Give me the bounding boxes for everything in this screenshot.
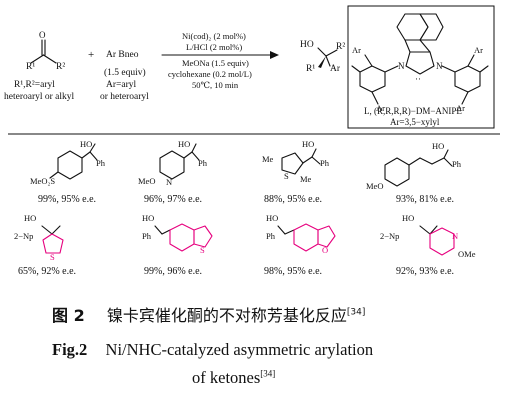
boronate: Ar Bneo [106,50,139,60]
p6-s: S [200,245,205,255]
p8-ome: OMe [458,249,476,259]
product-r2: R² [336,42,346,52]
ketone-label-r1: R¹ [26,62,36,72]
caption-cn-text: 镍卡宾催化酮的不对称芳基化反应 [106,306,347,325]
product-ho: HO [300,40,314,50]
caption-en-text-2: of ketones [192,368,261,387]
product-3-structure [281,148,321,175]
p3-me-right: Me [300,174,312,184]
caption-en-line2: of ketones[34] [192,368,275,388]
ketone-r-groups: R¹,R²=aryl [14,80,55,90]
ligand-box [347,5,495,129]
p7-result: 98%, 95% e.e. [264,266,323,277]
p3-s: S [284,171,289,181]
caption-cn: 图 2 镍卡宾催化酮的不对称芳基化反应[34] [52,302,365,326]
p8-ho: HO [402,213,415,223]
product-7-structure [277,223,336,252]
condition-4: cyclohexane (0.2 mol/L) [168,69,252,79]
p4-ph: Ph [452,159,461,169]
p3-ho: HO [302,139,315,149]
p2-meo: MeO [138,176,156,186]
product-6-structure [154,223,213,252]
p1-ho: HO [80,139,93,149]
p6-ho: HO [142,213,155,223]
caption-en-line1: Fig.2 Ni/NHC-catalyzed asymmetric arylat… [52,340,373,360]
ligand-ar-left-top: Ar [352,45,361,55]
p8-result: 92%, 93% e.e. [396,266,455,277]
svg-text:O: O [39,30,46,40]
p4-ho: HO [432,141,445,151]
product-ar: Ar [330,64,341,74]
p8-n: N [452,231,459,241]
ligand-name: L, (R,R,R,R)−DM−ANIPE [364,106,462,116]
product-structure [317,47,338,68]
boronate-ar: Ar=aryl [106,80,137,90]
p1-meo2s: MeO₂S [30,176,56,186]
reaction-arrow [161,51,279,59]
product-1-structure [49,143,98,180]
p3-result: 88%, 95% e.e. [264,194,323,205]
p3-ph: Ph [320,158,329,168]
product-4-structure [384,149,453,187]
p2-ho: HO [178,139,191,149]
p1-ph: Ph [96,158,105,168]
p7-o: O [322,245,329,255]
ketone-structure: O [30,30,57,64]
svg-text:··: ·· [415,74,421,84]
p5-s: S [50,252,55,262]
ligand-ar-right-top: Ar [474,45,483,55]
p8-np: 2−Np [380,231,400,241]
plus-sign: + [88,49,95,61]
p1-result: 99%, 95% e.e. [38,194,97,205]
ligand-ar-left-bottom: Ar [376,103,385,113]
condition-1: Ni(cod)₂ (2 mol%) [182,31,246,41]
ligand-structure: N N ·· [351,13,489,105]
condition-5: 50℃, 10 min [192,80,239,90]
p7-ho: HO [266,213,279,223]
ligand-ar-def: Ar=3,5−xylyl [390,117,440,127]
p4-result: 93%, 81% e.e. [396,194,455,205]
boronate-ar-2: or heteroaryl [100,92,149,102]
p5-result: 65%, 92% e.e. [18,266,77,277]
condition-2: L/HCl (2 mol%) [186,42,243,52]
product-r1: R¹ [306,64,316,74]
p6-result: 99%, 96% e.e. [144,266,203,277]
p2-result: 96%, 97% e.e. [144,194,203,205]
p2-ph: Ph [198,158,207,168]
caption-en-ref: [34] [260,368,276,379]
ketone-r-groups-2: heteroaryl or alkyl [4,92,75,102]
caption-cn-ref: [34] [346,307,366,318]
caption-en-number: Fig.2 [52,340,88,359]
ligand-ar-right-bottom: Ar [456,103,465,113]
condition-3: MeONa (1.5 equiv) [182,58,249,68]
p7-ph: Ph [266,231,275,241]
svg-text:N: N [398,61,405,71]
p2-n: N [166,177,173,187]
p4-meo: MeO [366,181,384,191]
p3-me-left: Me [262,154,274,164]
boronate-equiv: (1.5 equiv) [104,68,146,78]
svg-text:N: N [436,61,443,71]
product-8-structure [419,225,455,256]
product-2-structure [159,143,200,180]
p5-ho: HO [24,213,37,223]
p5-np: 2−Np [14,231,34,241]
product-5-structure [41,225,64,254]
caption-cn-number: 图 2 [52,306,85,325]
caption-en-text-1: Ni/NHC-catalyzed asymmetric arylation [105,340,374,359]
p6-ph: Ph [142,231,151,241]
ketone-label-r2: R² [56,62,66,72]
